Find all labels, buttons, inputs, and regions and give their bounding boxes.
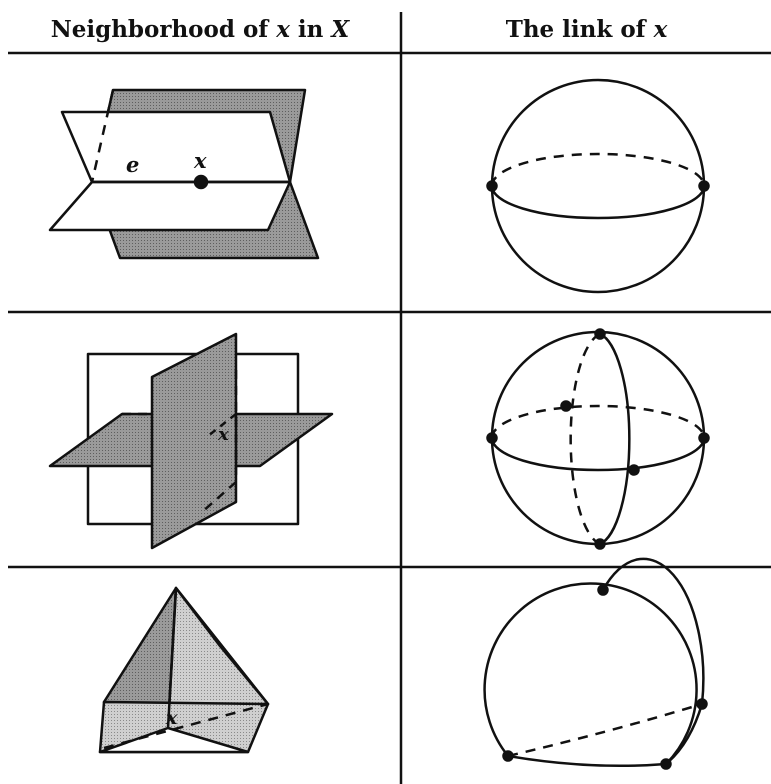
vertex-bottom bbox=[662, 760, 671, 769]
vertex-top bbox=[599, 586, 608, 595]
neighborhood-tetrahedral-cone bbox=[100, 588, 268, 752]
base-arc-front bbox=[508, 756, 666, 766]
vertex-left bbox=[504, 752, 513, 761]
vertex-top bbox=[596, 330, 605, 339]
equator-front bbox=[492, 438, 704, 470]
vertex-right bbox=[700, 434, 709, 443]
vertex-right bbox=[698, 700, 707, 709]
sphere-outline bbox=[492, 332, 704, 544]
vertex-left bbox=[488, 434, 497, 443]
meridian-front bbox=[600, 334, 629, 544]
white-half-plane-lower bbox=[50, 182, 290, 230]
neighborhood-three-planes bbox=[50, 334, 332, 548]
equator-back-dashed bbox=[492, 406, 704, 438]
equator-front bbox=[492, 186, 704, 218]
vertex-bottom bbox=[596, 540, 605, 549]
sphere-outline bbox=[492, 80, 704, 292]
white-half-plane-upper bbox=[62, 112, 290, 182]
label-x-row3: x bbox=[165, 707, 178, 729]
link-spherical-triangle bbox=[485, 559, 707, 769]
base-arc-back-dashed bbox=[508, 704, 702, 756]
label-x-row2: x bbox=[217, 424, 229, 445]
vertex-front bbox=[630, 466, 639, 475]
sphere-outline-partial bbox=[485, 584, 697, 764]
point-x bbox=[195, 176, 207, 188]
vertex-right bbox=[700, 182, 709, 191]
meridian-arc bbox=[603, 559, 703, 704]
vertex-back bbox=[562, 402, 571, 411]
label-e: e bbox=[126, 152, 139, 177]
meridian-back-dashed bbox=[571, 334, 600, 544]
link-sphere-six-points bbox=[488, 330, 709, 549]
label-x-row1: x bbox=[193, 148, 207, 173]
vertex-left bbox=[488, 182, 497, 191]
neighborhood-three-half-planes bbox=[50, 90, 318, 258]
link-sphere-two-points bbox=[488, 80, 709, 292]
equator-back-dashed bbox=[492, 154, 704, 186]
